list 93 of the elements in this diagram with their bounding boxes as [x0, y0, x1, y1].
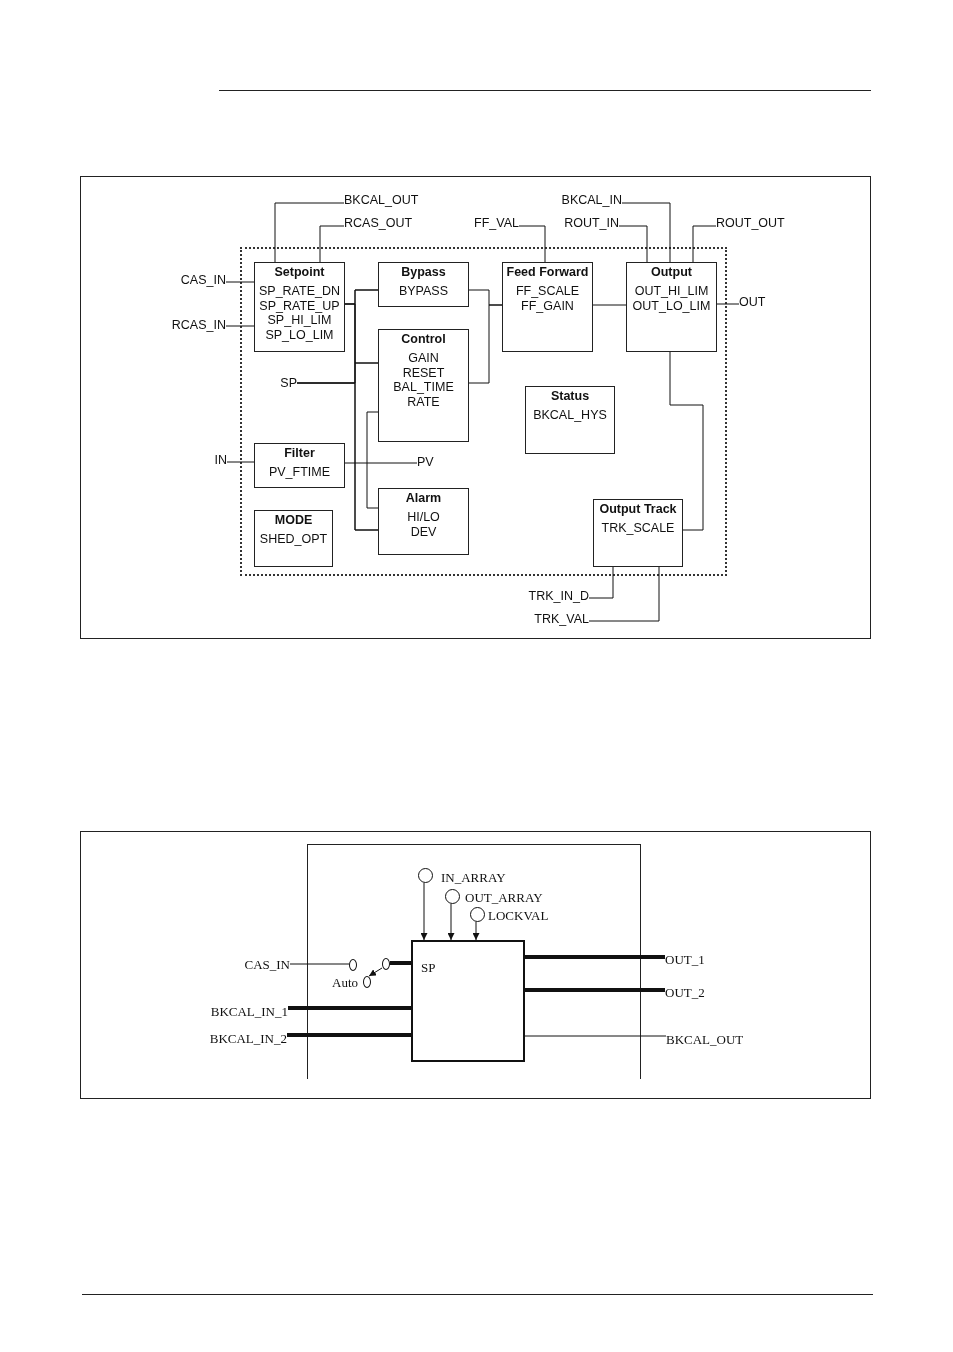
block-title: Setpoint [273, 265, 326, 280]
signal-label: BKCAL_OUT [344, 192, 419, 208]
connector-line [468, 304, 503, 384]
signal-label: OUT [739, 294, 766, 310]
parameter-list: BYPASS [398, 284, 449, 299]
signal-label: ROUT_IN [564, 215, 619, 231]
connector-line [692, 225, 717, 263]
connector-line [518, 225, 546, 263]
connector-line [296, 382, 379, 531]
arrow [368, 967, 383, 977]
switch-contact [363, 976, 371, 988]
parameter-list: BKCAL_HYS [533, 408, 607, 423]
connector-line [592, 304, 627, 306]
connector-line [274, 202, 345, 263]
switch-contact [382, 958, 390, 970]
parameter-list: OUT_HI_LIM OUT_LO_LIM [632, 284, 711, 313]
block-title: Control [400, 332, 447, 347]
connector-line [588, 566, 660, 622]
function-block [254, 443, 345, 488]
block-title: Filter [283, 446, 316, 461]
function-block [378, 488, 469, 555]
block-title: Feed Forward [505, 265, 590, 280]
connector-line [618, 225, 648, 263]
function-block [411, 940, 525, 1062]
port-circle [418, 868, 433, 883]
function-block [626, 262, 717, 352]
parameter-list: GAIN RESET BAL_TIME RATE [393, 351, 454, 409]
parameter-list: FF_SCALE FF_GAIN [515, 284, 580, 313]
port-circle [470, 907, 485, 922]
arrow [447, 903, 455, 941]
connector-line [525, 955, 665, 959]
signal-label: BKCAL_IN_2 [209, 1030, 287, 1046]
signal-label: OUT_2 [665, 984, 705, 1000]
block-boundary [240, 247, 727, 576]
port-label: IN_ARRAY [441, 869, 506, 885]
signal-label: TRK_VAL [534, 611, 589, 627]
parameter-list: SHED_OPT [259, 532, 328, 547]
function-block [525, 386, 615, 454]
connector-line [621, 202, 671, 263]
signal-label: CAS_IN [244, 956, 290, 972]
connector-line [288, 1006, 411, 1010]
connector-line [390, 961, 411, 965]
connector-line [226, 461, 255, 463]
function-block [502, 262, 593, 352]
block-title: Alarm [404, 491, 443, 506]
block-title: Bypass [400, 265, 447, 280]
signal-label: PV [417, 454, 434, 470]
signal-label: ROUT_OUT [716, 215, 785, 231]
signal-label: RCAS_OUT [344, 215, 413, 231]
block-title: Output Track [598, 502, 678, 517]
connector-line [525, 988, 665, 992]
port-label: SP [421, 960, 436, 975]
connector-line [669, 351, 704, 531]
signal-label: OUT_1 [665, 951, 705, 967]
signal-label: TRK_IN_D [528, 588, 589, 604]
signal-label: CAS_IN [180, 272, 226, 288]
signal-label: BKCAL_IN [561, 192, 622, 208]
arrow [472, 921, 480, 941]
parameter-list: PV_FTIME [268, 465, 331, 480]
function-block [378, 262, 469, 307]
block-frame [307, 844, 641, 1079]
connector-line [588, 566, 614, 599]
signal-label: RCAS_IN [171, 317, 226, 333]
connector-line [366, 411, 379, 509]
signal-label: IN [214, 452, 227, 468]
connector-line [225, 281, 255, 283]
parameter-list: TRK_SCALE [601, 521, 675, 536]
parameter-list: SP_RATE_DN SP_RATE_UP SP_HI_LIM SP_LO_LIM [258, 284, 340, 342]
port-label: LOCKVAL [488, 907, 549, 923]
signal-label: SP [280, 375, 297, 391]
signal-label: FF_VAL [474, 215, 519, 231]
signal-label: BKCAL_OUT [666, 1031, 744, 1047]
function-block [378, 329, 469, 442]
connector-line [225, 325, 255, 327]
connector-line [289, 963, 350, 965]
function-block [254, 262, 345, 352]
arrow [420, 882, 428, 941]
parameter-list: HI/LO DEV [407, 510, 440, 539]
connector-line [344, 462, 418, 464]
connector-line [716, 303, 740, 305]
connector-line [287, 1033, 411, 1037]
port-circle [445, 889, 460, 904]
signal-label: BKCAL_IN_1 [210, 1003, 288, 1019]
function-block [593, 499, 683, 567]
function-block [254, 510, 333, 567]
port-label: Auto [332, 974, 358, 990]
switch-contact [349, 959, 357, 971]
block-title: Output [650, 265, 693, 280]
connector-line [319, 225, 345, 263]
port-label: OUT_ARRAY [465, 889, 543, 905]
block-title: Status [549, 389, 591, 404]
block-title: MODE [273, 513, 314, 528]
connector-line [524, 1035, 667, 1037]
